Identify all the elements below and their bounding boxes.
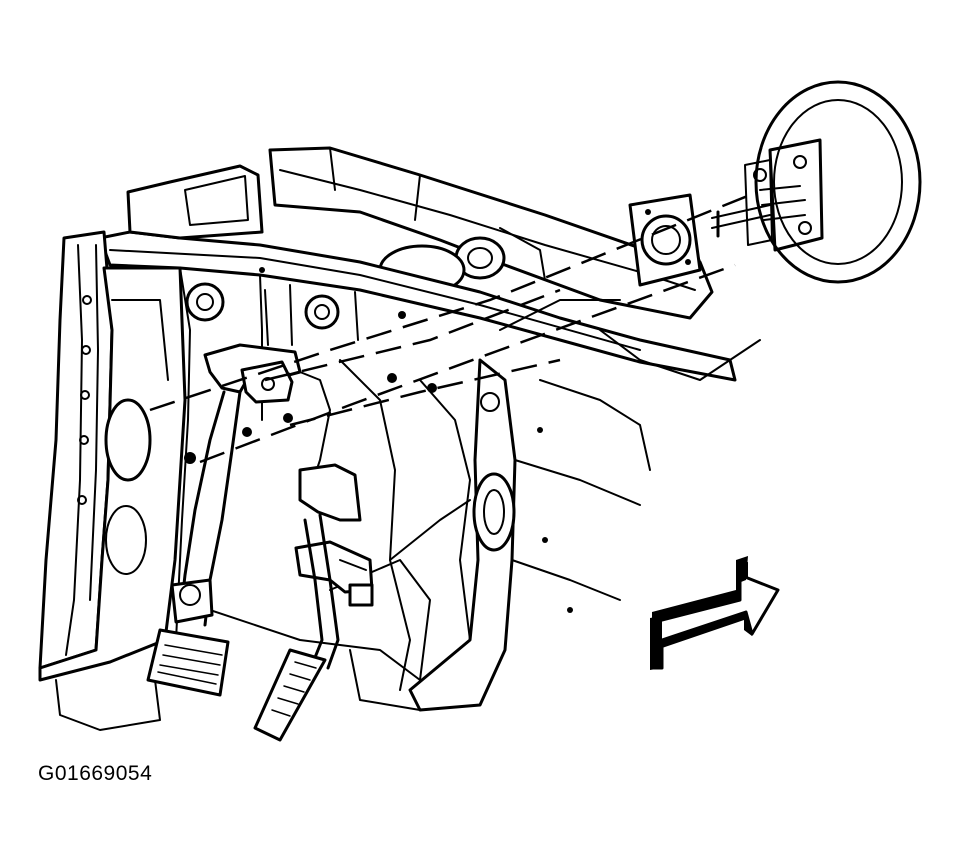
pedal-bracket bbox=[203, 343, 362, 522]
booster-mounting-plate bbox=[628, 193, 702, 287]
kick-panel bbox=[38, 266, 187, 731]
brake-switch bbox=[294, 540, 374, 607]
booster-pushrod bbox=[711, 204, 771, 238]
forward-arrow-icon bbox=[650, 556, 780, 670]
alignment-lines bbox=[149, 193, 751, 464]
mounting-nuts bbox=[184, 267, 437, 464]
brake-booster bbox=[744, 80, 922, 284]
cross-member bbox=[98, 164, 737, 382]
clutch-pedal bbox=[146, 390, 242, 697]
brake-pedal bbox=[253, 513, 340, 742]
right-dash-tunnel bbox=[408, 299, 761, 712]
figure-id-label: G01669054 bbox=[38, 762, 153, 785]
